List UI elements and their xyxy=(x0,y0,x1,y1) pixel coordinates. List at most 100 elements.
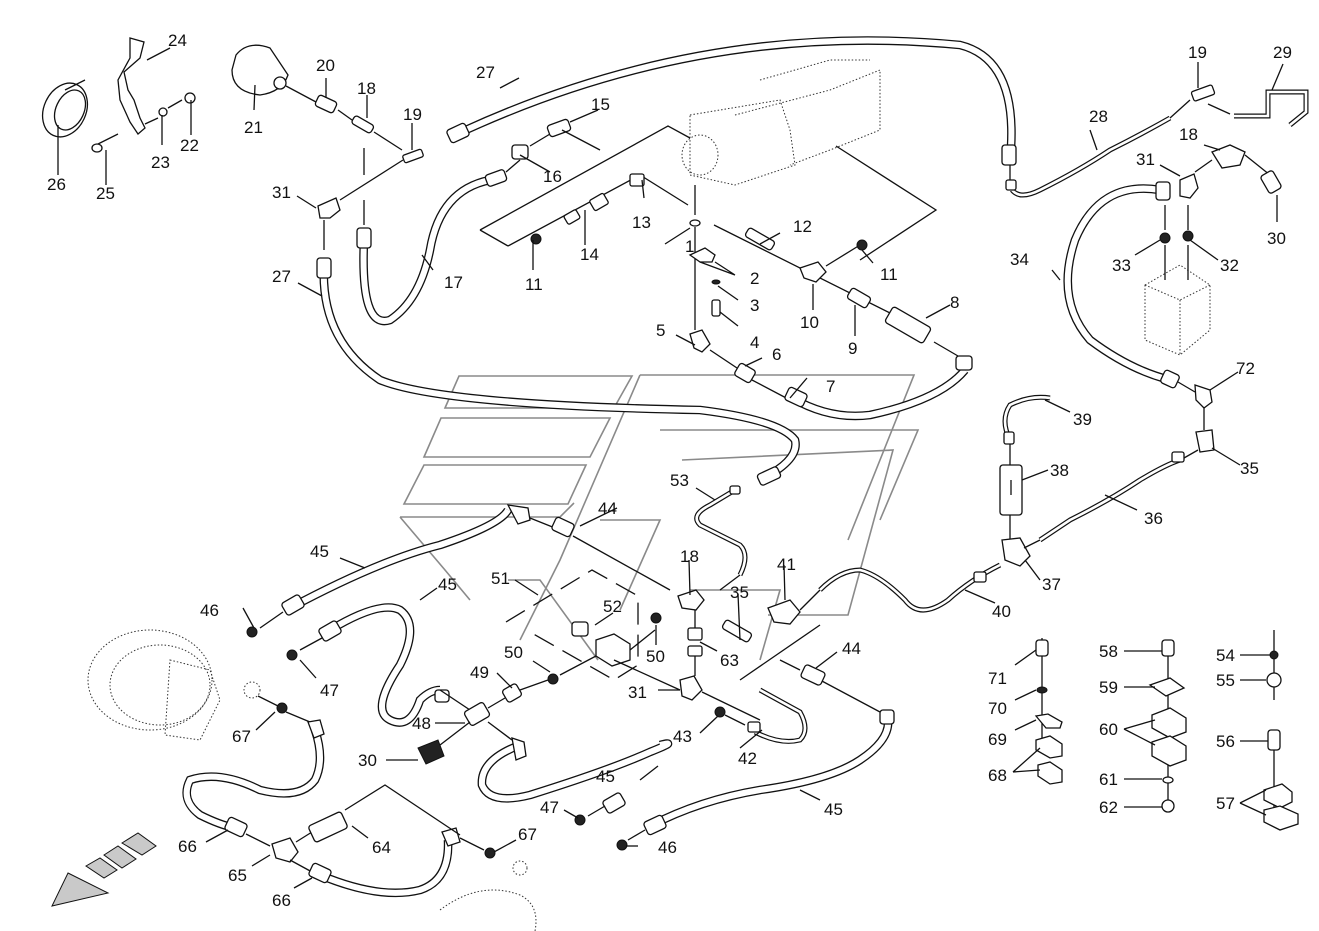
callout-18: 18 xyxy=(357,79,376,98)
callout-57: 57 xyxy=(1216,794,1235,813)
callout-30: 30 xyxy=(1267,229,1286,248)
callout-53: 53 xyxy=(670,471,689,490)
callout-5: 5 xyxy=(656,321,665,340)
callout-19: 19 xyxy=(403,105,422,124)
upper-right-fittings xyxy=(1005,84,1309,244)
callout-17: 17 xyxy=(444,273,463,292)
callout-70: 70 xyxy=(988,699,1007,718)
callout-45: 45 xyxy=(438,575,457,594)
callout-62: 62 xyxy=(1099,798,1118,817)
callout-59: 59 xyxy=(1099,678,1118,697)
callout-72: 72 xyxy=(1236,359,1255,378)
callout-66: 66 xyxy=(178,837,197,856)
clamp-parts-kit xyxy=(1034,630,1299,831)
callout-24: 24 xyxy=(168,31,187,50)
callout-42: 42 xyxy=(738,749,757,768)
callout-27: 27 xyxy=(272,267,291,286)
callout-44: 44 xyxy=(842,639,861,658)
callout-66: 66 xyxy=(272,891,291,910)
callout-61: 61 xyxy=(1099,770,1118,789)
callout-18: 18 xyxy=(1179,125,1198,144)
callout-45: 45 xyxy=(596,767,615,786)
callout-40: 40 xyxy=(992,602,1011,621)
callout-26: 26 xyxy=(47,175,66,194)
callout-35: 35 xyxy=(1240,459,1259,478)
callout-68: 68 xyxy=(988,766,1007,785)
callout-55: 55 xyxy=(1216,671,1235,690)
callout-31: 31 xyxy=(628,683,647,702)
callout-69: 69 xyxy=(988,730,1007,749)
callout-49: 49 xyxy=(470,663,489,682)
callout-47: 47 xyxy=(540,798,559,817)
callout-37: 37 xyxy=(1042,575,1061,594)
callout-52: 52 xyxy=(603,597,622,616)
callout-labels: 1 2 3 4 5 6 7 8 9 10 11 11 12 13 14 15 1… xyxy=(47,31,1292,910)
callout-8: 8 xyxy=(950,293,959,312)
callout-11: 11 xyxy=(880,265,898,284)
callout-43: 43 xyxy=(673,727,692,746)
callout-28: 28 xyxy=(1089,107,1108,126)
callout-19: 19 xyxy=(1188,43,1207,62)
leader-lines xyxy=(57,47,1284,889)
callout-13: 13 xyxy=(632,213,651,232)
callout-67: 67 xyxy=(232,727,251,746)
callout-58: 58 xyxy=(1099,642,1118,661)
callout-45: 45 xyxy=(824,800,843,819)
hose-7 xyxy=(784,355,973,421)
callout-54: 54 xyxy=(1216,646,1235,665)
callout-56: 56 xyxy=(1216,732,1235,751)
callout-11: 11 xyxy=(525,275,543,294)
callout-67: 67 xyxy=(518,825,537,844)
callout-31: 31 xyxy=(1136,150,1155,169)
bracket-51 xyxy=(505,569,681,691)
callout-6: 6 xyxy=(772,345,781,364)
callout-3: 3 xyxy=(750,296,759,315)
callout-65: 65 xyxy=(228,866,247,885)
cross-fitting-48 xyxy=(417,679,549,765)
hose-27 xyxy=(316,36,1017,486)
pipe-42 xyxy=(714,624,821,744)
callout-35: 35 xyxy=(730,583,749,602)
lower-right-pipes xyxy=(818,394,1199,613)
callout-12: 12 xyxy=(793,217,812,236)
mount-stack xyxy=(688,219,791,401)
callout-34: 34 xyxy=(1010,250,1029,269)
callout-64: 64 xyxy=(372,838,391,857)
valve-block xyxy=(681,59,881,215)
callout-31: 31 xyxy=(272,183,291,202)
callout-32: 32 xyxy=(1220,256,1239,275)
callout-16: 16 xyxy=(543,167,562,186)
callout-29: 29 xyxy=(1273,43,1292,62)
assembly-frame xyxy=(479,125,938,261)
callout-7: 7 xyxy=(826,377,835,396)
callout-22: 22 xyxy=(180,136,199,155)
callout-46: 46 xyxy=(200,601,219,620)
callout-44: 44 xyxy=(598,499,617,518)
manifold-block xyxy=(1144,245,1211,356)
center-fittings xyxy=(677,485,821,721)
fitting-chain-right xyxy=(713,224,959,357)
fitting-chain-left xyxy=(507,173,689,247)
callout-4: 4 xyxy=(750,333,759,352)
callout-2: 2 xyxy=(750,269,759,288)
callout-50: 50 xyxy=(646,647,665,666)
callout-71: 71 xyxy=(988,669,1007,688)
callout-36: 36 xyxy=(1144,509,1163,528)
callout-46: 46 xyxy=(658,838,677,857)
callout-21: 21 xyxy=(244,118,263,137)
callout-1: 1 xyxy=(685,237,694,256)
callout-47: 47 xyxy=(320,681,339,700)
travel-direction-arrow xyxy=(51,832,157,907)
callout-33: 33 xyxy=(1112,256,1131,275)
breather-assembly xyxy=(231,44,424,250)
callout-30: 30 xyxy=(358,751,377,770)
callout-25: 25 xyxy=(96,184,115,203)
callout-60: 60 xyxy=(1099,720,1118,739)
callout-10: 10 xyxy=(800,313,819,332)
hose-17 xyxy=(356,118,572,326)
callout-41: 41 xyxy=(777,555,796,574)
callout-15: 15 xyxy=(591,95,610,114)
hose-34 xyxy=(1063,181,1215,453)
